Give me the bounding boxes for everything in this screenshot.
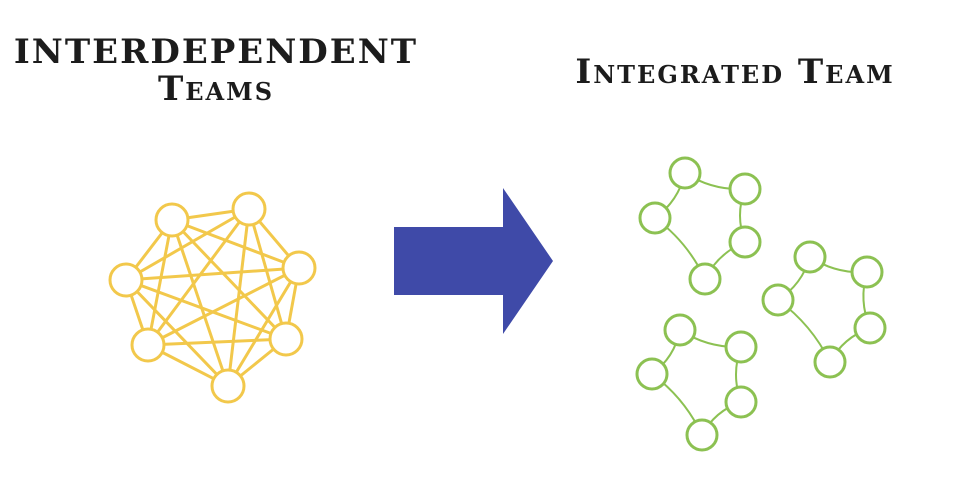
interdependent-teams-title-line2: Teams <box>157 69 275 110</box>
interdependent-edge <box>247 208 288 340</box>
team-member-node <box>663 313 697 347</box>
interdependent-edge <box>147 337 287 347</box>
interdependent-edge <box>124 278 230 388</box>
team-member-node <box>635 357 669 391</box>
interdependent-edge <box>125 266 300 282</box>
team-member-node <box>685 418 719 452</box>
team-member-node <box>724 385 758 419</box>
team-node <box>108 262 144 298</box>
team-member-node <box>813 345 847 379</box>
team-member-node <box>728 172 762 206</box>
integrated-cluster-1 <box>638 156 762 296</box>
team-member-node <box>853 311 887 345</box>
interdependent-edge <box>125 278 287 341</box>
team-member-node <box>761 283 795 317</box>
team-node <box>130 327 166 363</box>
team-node <box>268 321 304 357</box>
interdependent-edge <box>226 267 301 387</box>
interdependent-teams-title: INTERDEPENDENT Teams <box>0 32 432 110</box>
team-member-node <box>728 225 762 259</box>
interdependent-nodes <box>108 191 317 404</box>
interdependent-edge <box>146 219 174 346</box>
team-node <box>210 368 246 404</box>
integrated-cluster-3 <box>635 313 758 452</box>
interdependent-edge <box>147 266 300 347</box>
interdependent-edge <box>125 207 250 282</box>
team-member-node <box>638 201 672 235</box>
integrated-team-title: Integrated Team <box>575 52 895 92</box>
team-member-node <box>688 262 722 296</box>
interdependent-teams-network <box>108 191 317 404</box>
team-node <box>281 250 317 286</box>
team-member-node <box>793 240 827 274</box>
interdependent-edges <box>124 207 301 388</box>
transition-arrow <box>394 188 553 334</box>
integrated-cluster-2 <box>761 240 887 379</box>
integrated-team-network <box>635 156 887 452</box>
interdependent-teams-title-line1: INTERDEPENDENT <box>13 32 419 72</box>
team-node <box>231 191 267 227</box>
team-member-node <box>850 255 884 289</box>
team-node <box>154 202 190 238</box>
team-member-node <box>724 330 758 364</box>
interdependent-edge <box>171 218 300 270</box>
team-member-node <box>668 156 702 190</box>
